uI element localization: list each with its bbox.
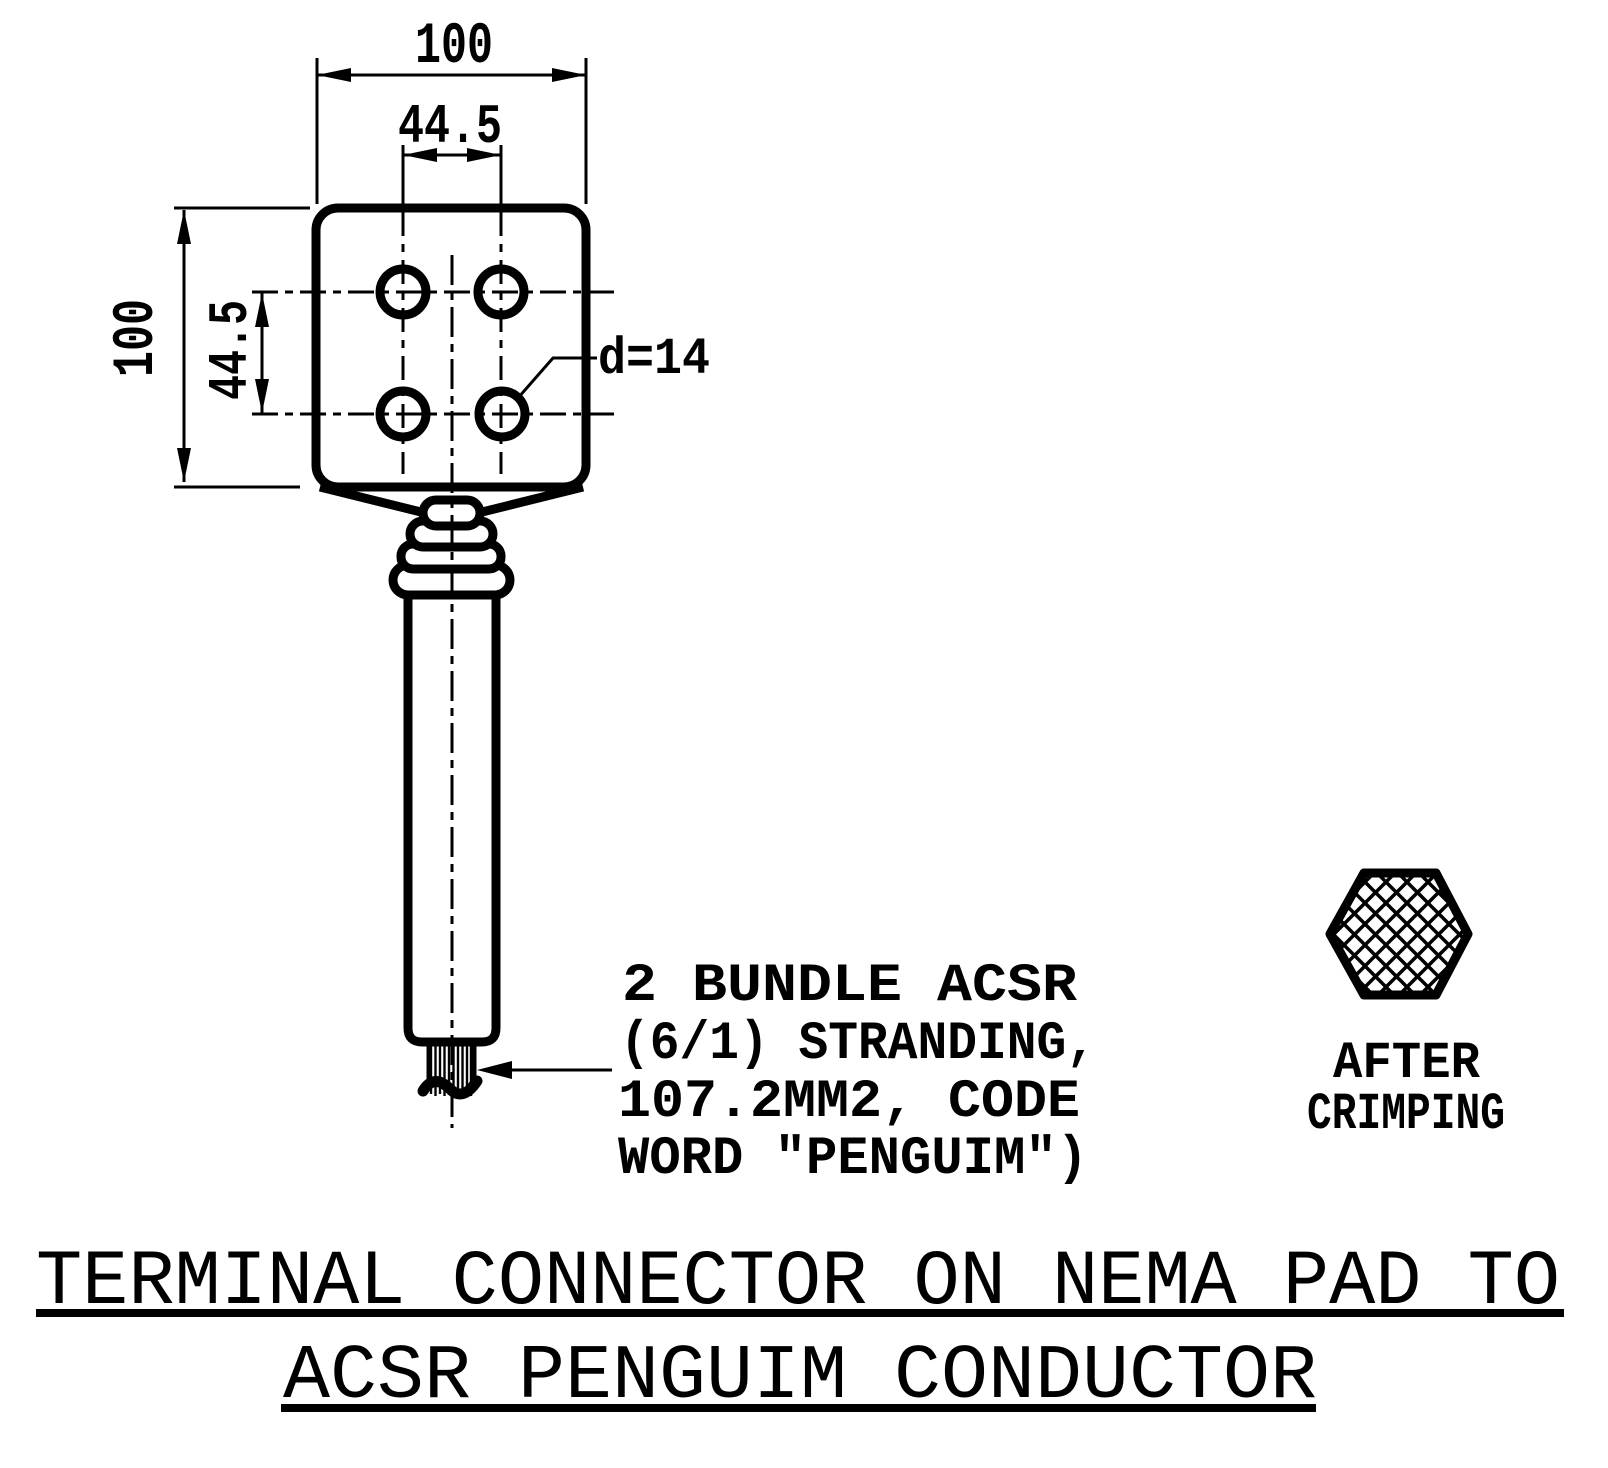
dim-text-hole-pitch-h: 44.5 [398,95,502,159]
dim-arrow-top [255,293,269,327]
dim-text-pad-width: 100 [415,15,493,80]
leader-arrowhead [477,1061,512,1079]
terminal-connector-outline [311,203,591,1100]
hole-diameter-callout: d=14 [516,330,710,399]
conductor-note-line4: WORD "PENGUIM") [618,1129,1088,1190]
dimension-hole-pitch-horizontal: 44.5 [398,95,502,162]
stranded-conductor [417,1042,483,1100]
crimp-label-line1: AFTER [1333,1034,1481,1093]
conductor-note-line2: (6/1) STRANDING, [620,1014,1096,1075]
drawing-title: TERMINAL CONNECTOR ON NEMA PAD TO ACSR P… [36,1239,1564,1421]
dim-arrow-top [177,210,191,244]
leader-line [516,356,597,399]
dim-text-pad-height: 100 [105,299,170,377]
dim-arrow-left [317,68,351,82]
dim-arrow-right [467,148,501,162]
dim-arrow-left [403,148,437,162]
dim-arrow-right [552,68,586,82]
dimension-hole-pitch-vertical: 44.5 [199,293,269,413]
dim-arrow-bottom [255,379,269,413]
crimped-hexagon [1325,868,1473,1000]
conductor-note-line3: 107.2MM2, CODE [618,1072,1080,1133]
conductor-break-line [417,1075,483,1100]
dimension-pad-height: 100 [105,206,310,489]
conductor-note-line1: 2 BUNDLE ACSR [622,956,1078,1017]
dim-text-hole-pitch-v: 44.5 [199,300,263,400]
crimped-section: AFTER CRIMPING [1307,868,1505,1144]
conductor-note: 2 BUNDLE ACSR (6/1) STRANDING, 107.2MM2,… [477,956,1096,1190]
dimension-pad-width: 100 [315,15,588,204]
hole-diameter-text: d=14 [598,330,710,389]
dim-arrow-bottom [177,448,191,482]
crimp-label-line2: CRIMPING [1307,1085,1505,1144]
